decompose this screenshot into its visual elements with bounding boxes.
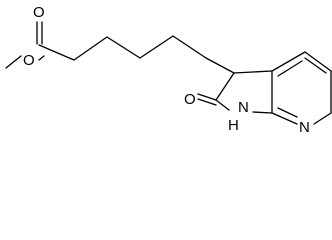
- ring-bond-c3-c2: [215, 72, 235, 101]
- pyridine-double-c4-c5-inner: [304, 57, 327, 74]
- lactam-carbonyl-bond-2: [197, 98, 217, 106]
- carbonyl-oxygen-label: O: [33, 4, 45, 21]
- ring-bond-c2-n1: [215, 99, 230, 111]
- ester-oxygen-label: O: [23, 52, 35, 69]
- lactam-carbonyl-bond-1: [197, 93, 217, 101]
- chain-bond-1: [73, 36, 108, 61]
- chain-bond-3: [139, 35, 174, 59]
- lactam-oxygen-label: O: [184, 91, 196, 108]
- methyl-ester-group: [5, 21, 75, 69]
- lactam-nitrogen-label: N: [238, 99, 249, 116]
- pyridine-double-c7a-inner: [277, 107, 298, 118]
- pyridine-bond-c6-n7: [313, 112, 332, 125]
- bond-oxygen-carbonyl-carbon: [38, 55, 45, 61]
- bond-methyl-oxygen: [5, 55, 22, 69]
- bond-carbonyl-chain: [38, 44, 75, 61]
- pyridine-bond-c3a-c4: [271, 51, 306, 72]
- ring-bond-c3-c3a: [233, 70, 273, 74]
- chain-bond-5: [205, 57, 235, 74]
- chain-bond-2: [106, 36, 141, 59]
- pyridine-double-c3a-inner: [277, 60, 303, 77]
- pyridine-ring: [271, 51, 332, 125]
- alkyl-chain: [73, 35, 235, 74]
- lactam-hydrogen-label: H: [228, 117, 239, 134]
- pyridine-double-c4-c5: [304, 51, 332, 72]
- ring-bond-n1-c7a: [252, 111, 273, 114]
- chemical-structure-diagram: O O O N H N: [5, 4, 332, 136]
- lactam-ring: [197, 70, 273, 114]
- pyridine-bond-n7-c7a: [271, 112, 298, 125]
- chain-bond-4: [172, 35, 207, 59]
- pyridine-nitrogen-label: N: [299, 119, 310, 136]
